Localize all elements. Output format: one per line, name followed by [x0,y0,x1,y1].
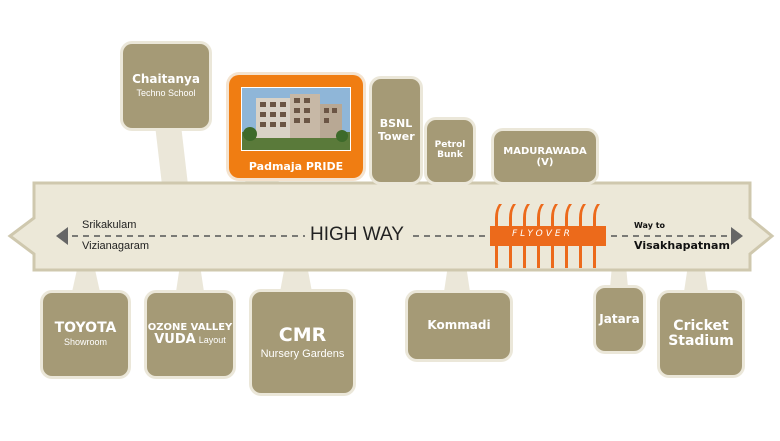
landmark-title: Jatara [599,311,640,326]
landmark-title: Kommadi [427,318,491,333]
landmark-title-row: VUDA Layout [154,331,226,347]
landmark-kommadi[interactable]: Kommadi [408,293,510,359]
landmark-title: Cricket [673,317,729,334]
landmark-subtitle: Showroom [63,337,108,348]
landmark-title: CMR [278,324,327,346]
landmark-bsnl-tower[interactable]: BSNL Tower [372,79,420,182]
arrow-right-icon [731,227,743,245]
landmark-title: MADURAWADA (V) [503,145,587,168]
landmark-title: TOYOTA [54,319,117,336]
landmark-jatara[interactable]: Jatara [596,288,643,351]
highway-label: HIGH WAY [305,224,409,246]
landmark-madurawada[interactable]: MADURAWADA (V) [494,131,596,182]
building-photo-icon [242,88,350,150]
landmark-subtitle: Layout [198,334,226,345]
landmark-title-line2: VUDA [154,331,196,347]
landmark-cricket-stadium[interactable]: Cricket Stadium [660,293,742,375]
destination-srikakulam: Srikakulam [82,219,137,231]
highlight-padmaja-pride[interactable]: Padmaja PRIDE [229,75,363,178]
flyover-icon [490,204,606,268]
destination-vizianagaram: Vizianagaram [82,240,150,252]
landmark-title-line2: Bunk [437,150,463,160]
landmark-subtitle: Techno School [136,87,196,98]
flyover-label: FLYOVER [512,229,573,239]
landmark-title-line2: Stadium [668,333,734,349]
landmark-title: Chaitanya [132,72,200,87]
landmark-chaitanya-techno-school[interactable]: Chaitanya Techno School [123,44,209,128]
landmark-title: BSNL Tower [378,117,415,143]
landmark-petrol-bunk[interactable]: Petrol Bunk [427,120,473,182]
destination-visakhapatnam: Visakhapatnam [634,239,730,252]
highlight-title: Padmaja PRIDE [248,160,344,173]
landmark-title: OZONE VALLEY [147,321,233,333]
landmark-title: Petrol [434,140,466,151]
landmark-toyota-showroom[interactable]: TOYOTA Showroom [43,293,128,376]
way-to-label: Way to [634,221,666,230]
landmark-subtitle: Nursery Gardens [260,347,345,360]
landmark-cmr-nursery-gardens[interactable]: CMR Nursery Gardens [252,292,353,393]
connectors-bottom [72,265,708,292]
landmark-ozone-valley-vuda[interactable]: OZONE VALLEY VUDA Layout [147,293,233,376]
building-photo [241,87,351,151]
arrow-left-icon [56,227,68,245]
